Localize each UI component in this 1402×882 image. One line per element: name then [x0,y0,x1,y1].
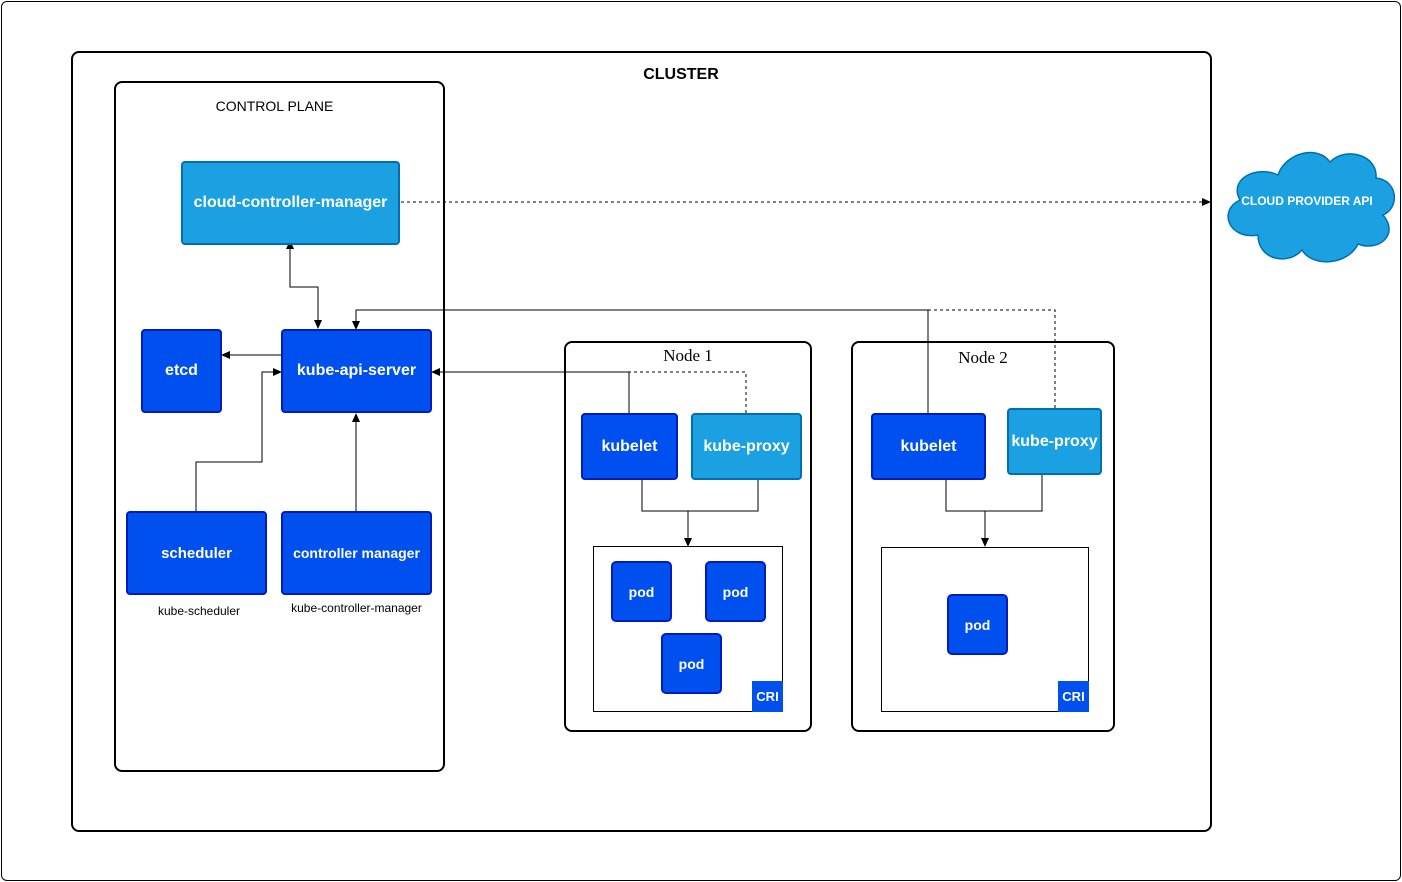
n1-proxy-dotted-line [629,371,747,413]
pod-label: pod [678,655,705,672]
n2-proxy-dotted-line [928,309,1056,408]
node-1-frame [564,341,812,732]
api-server-label: kube-api-server [296,362,417,379]
n2-kubelet-to-api-line [352,309,929,413]
node-2-kubelet-box: kubelet [871,413,986,480]
node-1-proxy-label: kube-proxy [703,437,790,455]
scheduler-box: scheduler [126,511,267,595]
node-1-pod: pod [705,561,766,622]
ccm-api-line [286,240,322,329]
controller-manager-caption: kube-controller-manager [291,601,422,615]
node-1-title: Node 1 [663,346,713,365]
scheduler-label: scheduler [161,544,232,562]
node-2-kubelet-label: kubelet [900,437,957,455]
node-2-title: Node 2 [958,348,1008,367]
node-2-pod-area [881,547,1089,712]
pod-label: pod [628,583,655,600]
node-1-kubelet-label: kubelet [601,437,658,455]
cloud-shape [1227,151,1396,263]
node-2-kube-proxy-box: kube-proxy [1007,408,1102,475]
control-plane-title: CONTROL PLANE [215,98,334,114]
etcd-label: etcd [165,362,198,379]
node-2-pod: pod [947,594,1008,655]
kube-api-server-box: kube-api-server [281,329,432,413]
node-1-pod-area [593,546,783,712]
etcd-box: etcd [141,329,222,413]
controller-manager-label: controller manager [293,545,420,561]
control-plane-frame [114,81,445,772]
cloud-controller-manager-box: cloud-controller-manager [181,161,400,245]
pod-label: pod [964,616,991,633]
controller-manager-box: controller manager [281,511,432,595]
n1-merge-line [641,480,759,512]
node-2-proxy-label: kube-proxy [1011,432,1098,450]
cloud-label: CLOUD PROVIDER API [1241,194,1373,208]
pod-label: pod [722,583,749,600]
node-2-frame [851,341,1115,732]
node-1-kubelet-box: kubelet [581,413,678,480]
node-2-cri-badge: CRI [1058,681,1089,712]
node-1-cri-badge: CRI [752,681,783,712]
n1-kubelet-to-api-line [431,368,630,413]
cluster-frame [71,51,1212,832]
scheduler-caption: kube-scheduler [157,604,241,618]
node-1-pod: pod [611,561,672,622]
scheduler-to-api-line [195,368,282,511]
node-1-pod: pod [661,633,722,694]
ccm-label: cloud-controller-manager [193,194,388,211]
n2-merge-line [945,475,1043,512]
node-1-kube-proxy-box: kube-proxy [691,413,802,480]
cluster-title: CLUSTER [643,66,719,83]
